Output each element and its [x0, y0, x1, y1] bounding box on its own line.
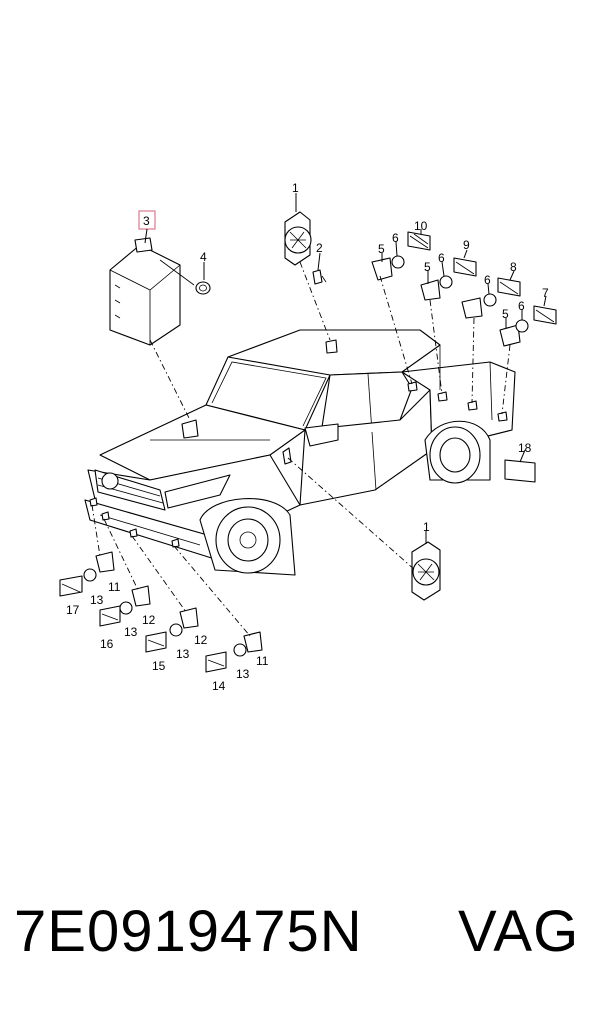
callout-6b: 6	[438, 251, 445, 265]
callout-10: 10	[414, 219, 428, 233]
dash-dot-lines	[91, 261, 511, 637]
top-radar-sensor-part	[284, 211, 327, 285]
truck-illustration	[84, 329, 516, 576]
callout-5a: 5	[378, 242, 385, 256]
callout-18: 18	[518, 441, 532, 455]
callout-3: 3	[143, 214, 150, 228]
callout-11b: 11	[256, 654, 269, 668]
callout-13a: 13	[90, 593, 104, 607]
callout-9: 9	[463, 238, 470, 252]
callout-7: 7	[542, 286, 549, 300]
callout-labels: 1 2 3 4 10 5 6 9 5 6 8 6 7 5 6 18 1 11 1…	[66, 181, 549, 693]
callout-1-mid: 1	[423, 520, 430, 534]
callout-14: 14	[212, 679, 226, 693]
callout-11a: 11	[108, 580, 121, 594]
callout-8: 8	[510, 260, 517, 274]
rear-sensors-part	[371, 231, 557, 347]
callout-6d: 6	[518, 299, 525, 313]
callout-6c: 6	[484, 273, 491, 287]
leader-lines	[144, 193, 547, 544]
brand-name: VAG	[458, 899, 580, 964]
control-module-part	[109, 237, 211, 346]
callout-1-top: 1	[292, 181, 299, 195]
part-number: 7E0919475N	[14, 899, 363, 964]
front-sensors-part	[59, 551, 263, 673]
side-radar-sensor-part	[411, 541, 441, 601]
label-part	[504, 459, 536, 483]
callout-6a: 6	[392, 231, 399, 245]
callout-13d: 13	[236, 667, 250, 681]
callout-13c: 13	[176, 647, 190, 661]
callout-15: 15	[152, 659, 166, 673]
callout-4: 4	[200, 250, 207, 264]
callout-5b: 5	[424, 260, 431, 274]
callout-5c: 5	[502, 307, 509, 321]
callout-12a: 12	[142, 613, 156, 627]
callout-2: 2	[316, 241, 323, 255]
callout-16: 16	[100, 637, 114, 651]
callout-13b: 13	[124, 625, 138, 639]
callout-12b: 12	[194, 633, 208, 647]
callout-17: 17	[66, 603, 80, 617]
